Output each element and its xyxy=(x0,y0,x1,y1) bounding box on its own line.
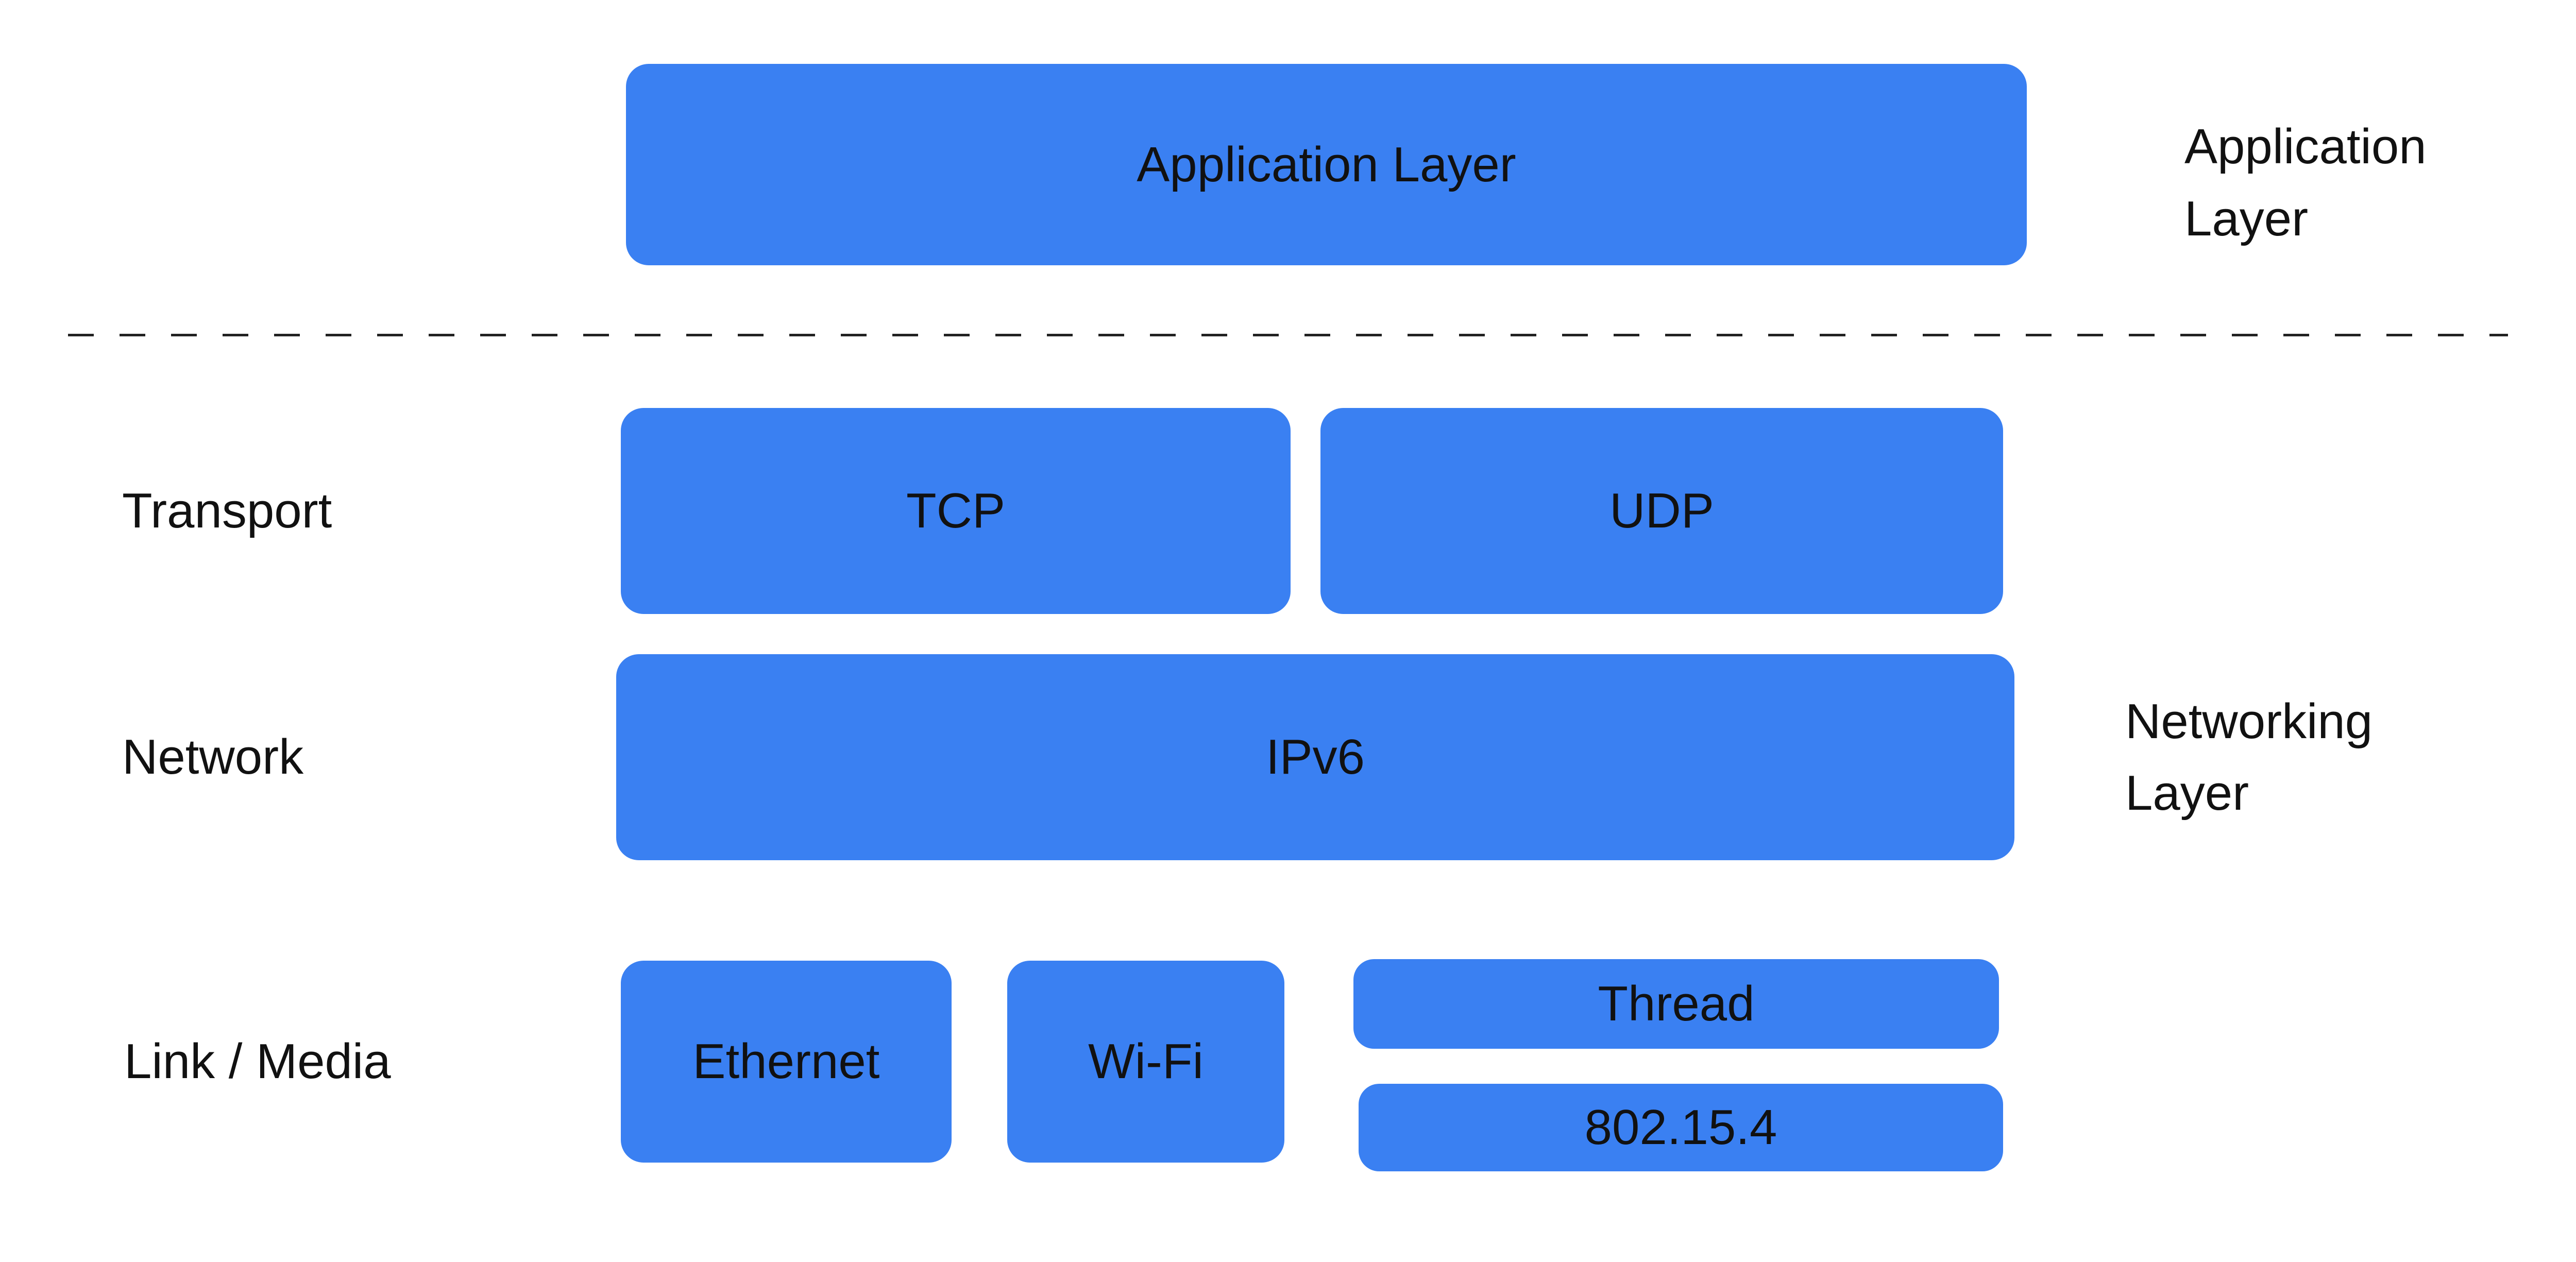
ethernet-box: Ethernet xyxy=(621,961,952,1163)
layer-separator-dashed-line xyxy=(68,334,2508,336)
thread-box: Thread xyxy=(1353,959,1999,1049)
application-layer-box: Application Layer xyxy=(626,64,2027,265)
network-row-label: Network xyxy=(122,729,304,785)
ieee-802-15-4-box: 802.15.4 xyxy=(1359,1084,2003,1171)
link-media-row-label: Link / Media xyxy=(124,1034,391,1089)
wifi-box: Wi-Fi xyxy=(1007,961,1284,1163)
application-layer-side-label: Application Layer xyxy=(2184,119,2427,246)
networking-layer-side-label: Networking Layer xyxy=(2125,693,2373,821)
ipv6-box: IPv6 xyxy=(616,654,2014,860)
tcp-box: TCP xyxy=(621,408,1291,614)
udp-box: UDP xyxy=(1320,408,2003,614)
transport-row-label: Transport xyxy=(122,483,332,538)
